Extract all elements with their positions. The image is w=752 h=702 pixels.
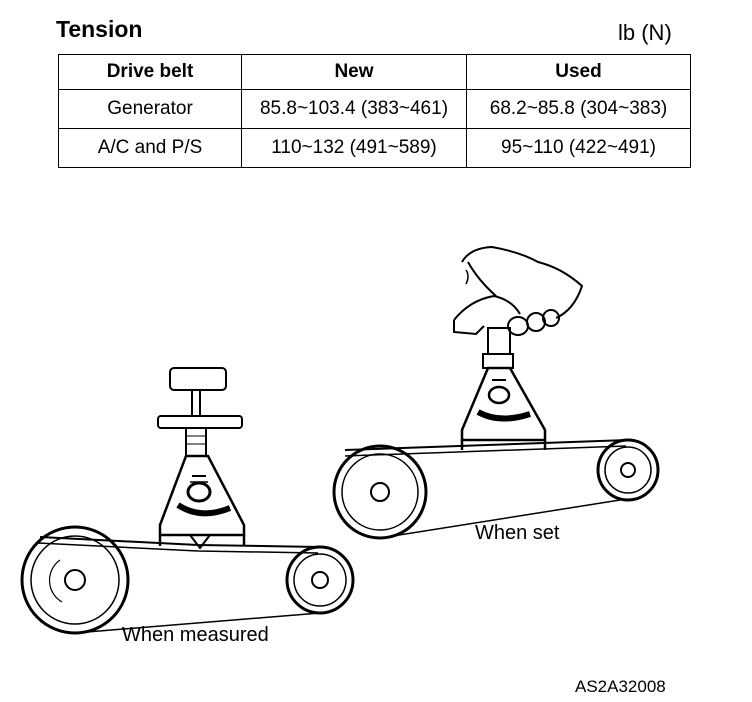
- measured-figure: [20, 367, 355, 635]
- large-pulley-right: [332, 444, 428, 540]
- cell-used: 95~110 (422~491): [466, 128, 691, 168]
- cell-belt: A/C and P/S: [58, 128, 242, 168]
- drive-belt-right: [344, 439, 629, 539]
- column-header-drive-belt: Drive belt: [58, 54, 242, 90]
- tension-table: Drive belt New Used Generator 85.8~103.4…: [58, 54, 691, 168]
- small-pulley-left: [285, 545, 355, 615]
- table-row: Generator 85.8~103.4 (383~461) 68.2~85.8…: [58, 89, 691, 129]
- section-title: Tension: [56, 16, 143, 42]
- table-header-row: Drive belt New Used: [58, 54, 691, 90]
- set-figure: [332, 245, 660, 540]
- caption-when-set: When set: [475, 522, 560, 544]
- figure-code: AS2A32008: [575, 677, 666, 696]
- cell-new: 85.8~103.4 (383~461): [241, 89, 467, 129]
- table-row: A/C and P/S 110~132 (491~589) 95~110 (42…: [58, 128, 691, 168]
- drive-belt-left: [37, 536, 321, 634]
- cell-used: 68.2~85.8 (304~383): [466, 89, 691, 129]
- cell-new: 110~132 (491~589): [241, 128, 467, 168]
- large-pulley-left: [20, 525, 130, 635]
- unit-label: lb (N): [618, 20, 672, 45]
- tension-gauge-right: [460, 327, 547, 450]
- column-header-used: Used: [466, 54, 691, 90]
- small-pulley-right: [596, 438, 660, 502]
- tension-gauge-left: [157, 367, 246, 550]
- hand-icon: [453, 245, 584, 336]
- caption-when-measured: When measured: [122, 624, 269, 646]
